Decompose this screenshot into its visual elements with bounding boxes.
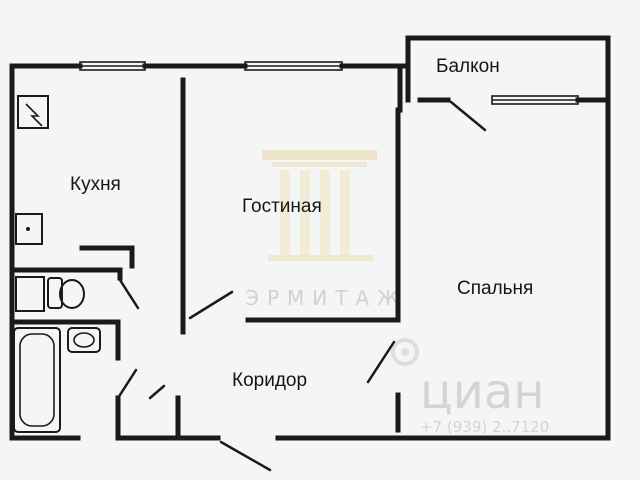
phone-watermark-text: +7 (939) 2..7120 <box>420 418 549 436</box>
sink-fixture <box>15 213 43 245</box>
door-swings <box>116 100 487 472</box>
room-label-bedroom: Спальня <box>457 278 533 299</box>
washbasin-fixture <box>67 327 101 353</box>
exterior-walls <box>9 35 611 441</box>
site-logo-watermark <box>391 338 419 366</box>
window-living-room <box>244 61 343 71</box>
interior-walls <box>9 77 401 441</box>
toilet-fixture <box>15 276 85 312</box>
window-balcony <box>491 95 579 105</box>
agency-logo-watermark <box>262 150 377 261</box>
room-label-balcony: Балкон <box>436 56 500 77</box>
bathtub-fixture <box>13 327 61 433</box>
agency-watermark-text: ЭРМИТАЖ <box>245 286 407 310</box>
room-label-corridor: Коридор <box>232 370 307 391</box>
window-kitchen <box>79 61 146 71</box>
stove-fixture <box>17 95 49 129</box>
site-watermark-text: циан <box>420 364 545 420</box>
room-label-living-room: Гостиная <box>242 196 322 217</box>
room-label-kitchen: Кухня <box>70 174 121 195</box>
